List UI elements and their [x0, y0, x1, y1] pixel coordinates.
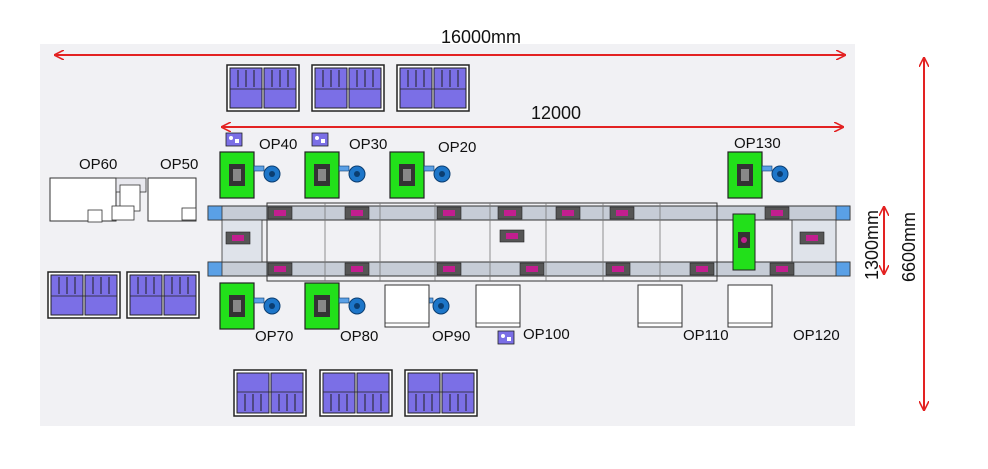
op40-fixture	[219, 151, 255, 199]
sensor-tag-icon	[311, 132, 329, 147]
op130-label: OP130	[734, 135, 781, 152]
material-rack	[47, 271, 121, 319]
op30-fixture	[304, 151, 340, 199]
total-length-label: 16000mm	[441, 27, 521, 47]
op60-machine	[49, 177, 147, 223]
conveyor-jig	[555, 206, 581, 220]
op50-machine	[147, 177, 197, 222]
op20-fixture	[389, 151, 425, 199]
op120-cabinet	[727, 284, 773, 328]
op100-cabinet	[475, 284, 521, 328]
line-width-label: 1300mm	[862, 210, 882, 280]
conveyor-jig	[605, 262, 631, 276]
conveyor-jig	[799, 231, 825, 245]
op120-label: OP120	[793, 327, 840, 344]
total-width-label: 6600mm	[899, 212, 919, 282]
conveyor-jig	[764, 206, 790, 220]
material-rack	[126, 271, 200, 319]
op60-label: OP60	[79, 156, 117, 173]
conveyor-jig	[344, 206, 370, 220]
op20-label: OP20	[438, 139, 476, 156]
op130-transfer	[732, 213, 756, 271]
op50-label: OP50	[160, 156, 198, 173]
conveyor-jig	[609, 206, 635, 220]
sensor-tag-icon	[225, 132, 243, 147]
op80-fixture	[304, 282, 340, 330]
line-length-label: 12000	[531, 103, 581, 123]
conveyor-jig	[436, 206, 462, 220]
op70-fixture	[219, 282, 255, 330]
op100-label: OP100	[523, 326, 570, 343]
material-rack	[226, 64, 300, 112]
op40-label: OP40	[259, 136, 297, 153]
op90-cabinet	[384, 284, 430, 328]
sensor-tag-icon	[497, 330, 515, 345]
material-rack	[396, 64, 470, 112]
material-rack	[233, 369, 307, 417]
conveyor-jig	[436, 262, 462, 276]
conveyor-jig	[344, 262, 370, 276]
op130-fixture	[727, 151, 763, 199]
material-rack	[319, 369, 393, 417]
conveyor-jig	[519, 262, 545, 276]
op110-cabinet	[637, 284, 683, 328]
material-rack	[404, 369, 478, 417]
op90-label: OP90	[432, 328, 470, 345]
op110-label: OP110	[683, 327, 729, 344]
conveyor-jig	[689, 262, 715, 276]
conveyor-jig	[769, 262, 795, 276]
op30-label: OP30	[349, 136, 387, 153]
material-rack	[311, 64, 385, 112]
conveyor-jig	[499, 229, 525, 243]
conveyor-jig	[497, 206, 523, 220]
conveyor-jig	[225, 231, 251, 245]
op70-label: OP70	[255, 328, 293, 345]
op80-label: OP80	[340, 328, 378, 345]
conveyor-jig	[267, 206, 293, 220]
conveyor-jig	[267, 262, 293, 276]
